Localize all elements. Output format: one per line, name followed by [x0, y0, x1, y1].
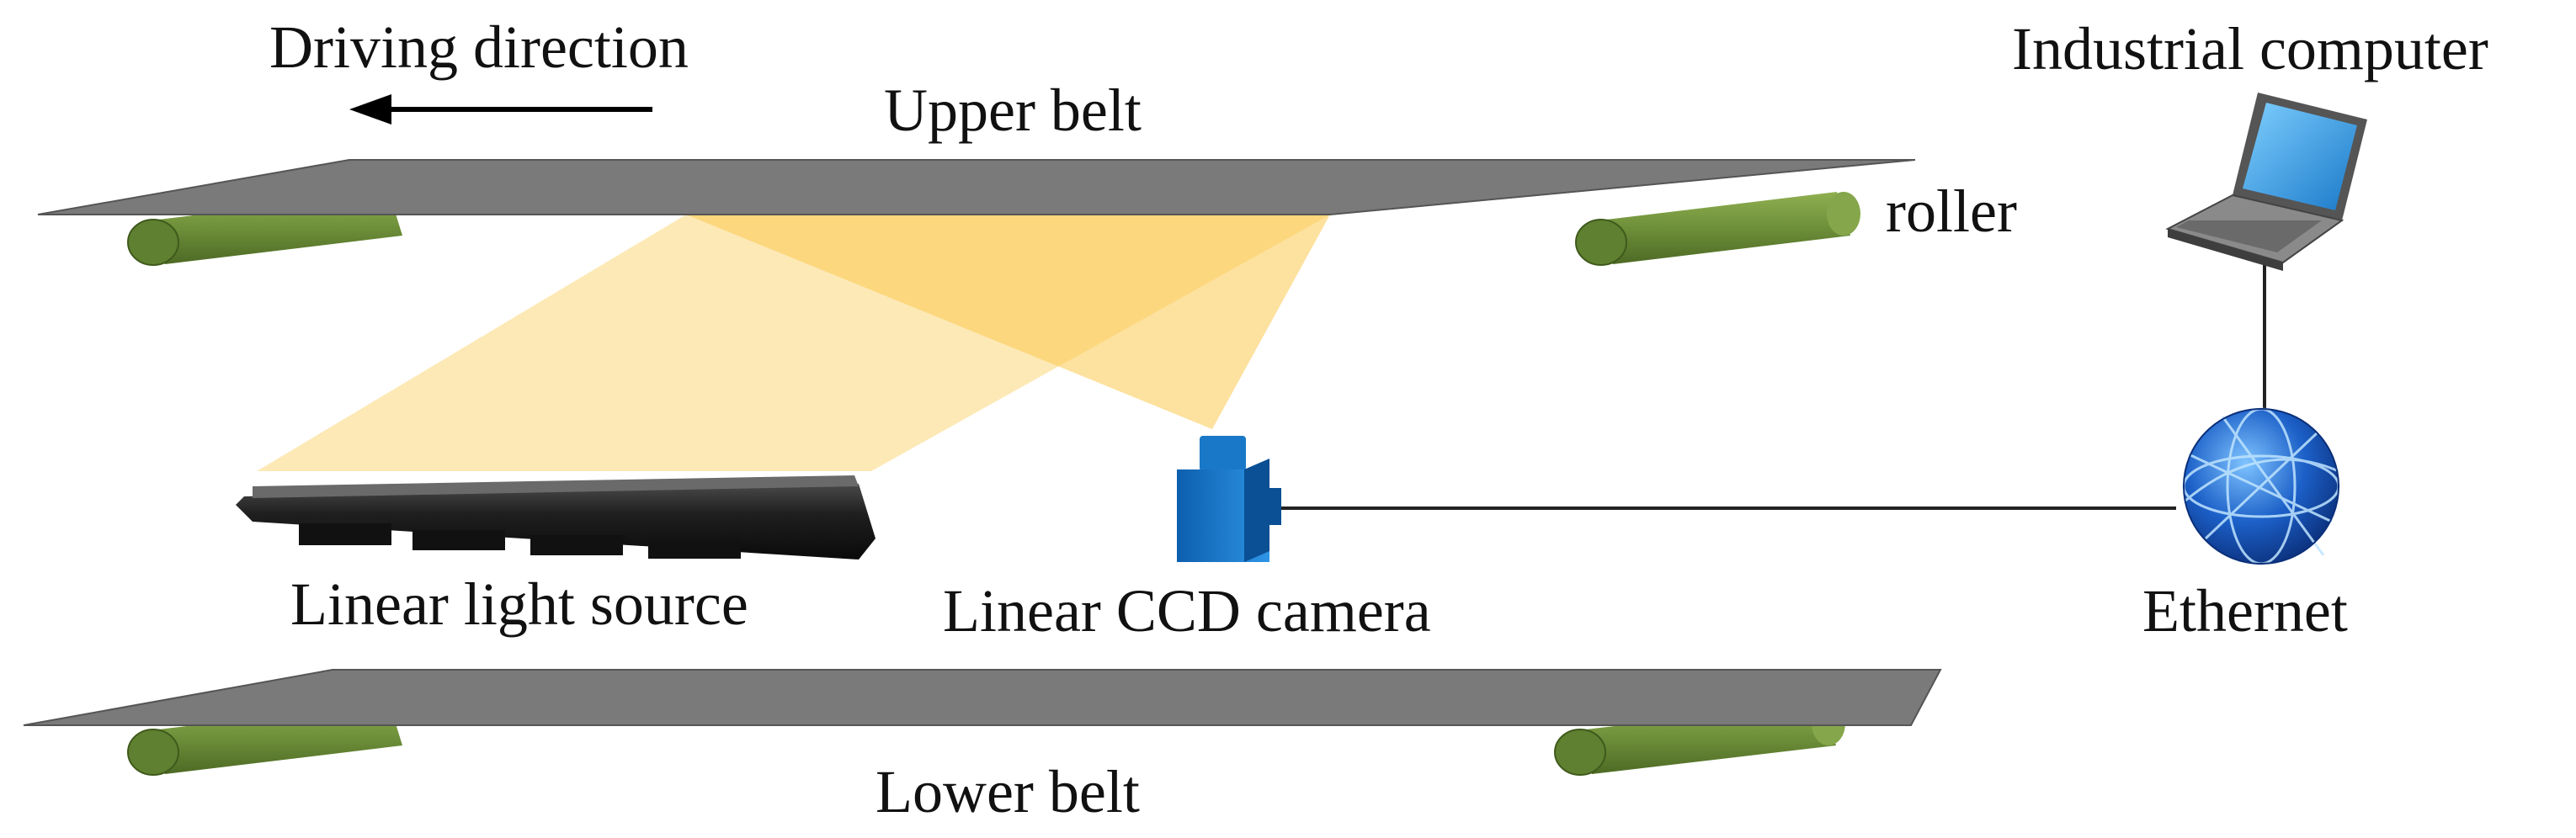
- upper-belt: [37, 159, 1916, 215]
- laptop-icon: [2165, 93, 2367, 271]
- ethernet-label: Ethernet: [2142, 577, 2348, 644]
- driving-direction-label: Driving direction: [269, 13, 689, 81]
- lower-belt: [23, 669, 1942, 726]
- industrial-computer-label: Industrial computer: [2012, 15, 2488, 82]
- roller-label: roller: [1886, 178, 2017, 245]
- lower-belt-label: Lower belt: [876, 758, 1140, 825]
- camera-icon: [1177, 436, 1281, 562]
- upper-right-roller: [1575, 192, 1860, 266]
- left-arrow-icon: [349, 94, 652, 125]
- upper-belt-label: Upper belt: [884, 77, 1142, 144]
- camera-view-beam: [686, 215, 1330, 429]
- linear-ccd-camera-label: Linear CCD camera: [943, 577, 1431, 644]
- globe-icon: [2182, 407, 2340, 565]
- linear-light-source-label: Linear light source: [290, 570, 748, 638]
- light-bar-icon: [236, 475, 876, 560]
